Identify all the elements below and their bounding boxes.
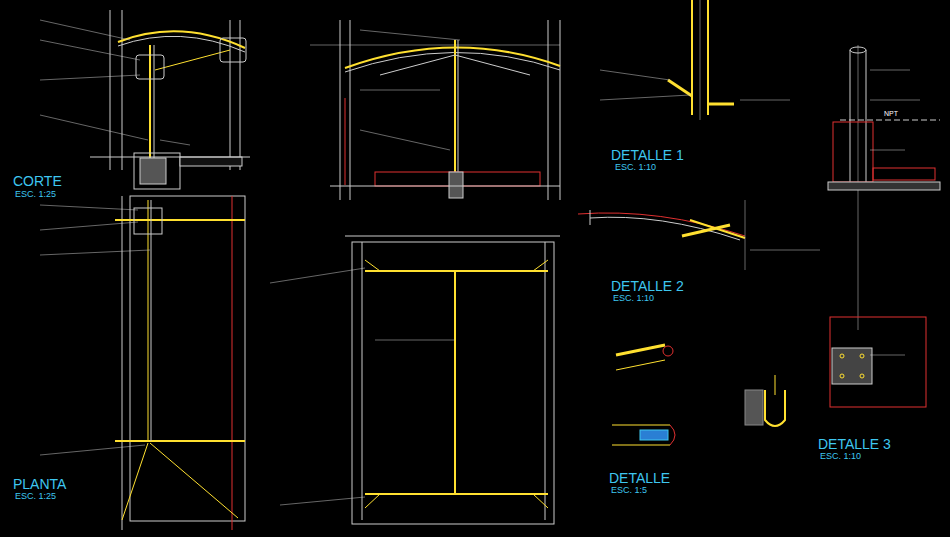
elevation-view <box>310 20 560 200</box>
view-title: DETALLE 1 <box>611 148 684 162</box>
scale-note: ESC. 1:10 <box>820 452 861 461</box>
view-title: DETALLE 3 <box>818 437 891 451</box>
detail-3 <box>828 45 940 407</box>
scale-note: ESC. 1:25 <box>15 492 56 501</box>
roof-plan <box>270 236 560 524</box>
level-mark: NPT <box>884 110 898 117</box>
section-view <box>40 10 250 189</box>
detail-connection <box>612 345 785 445</box>
plan-view <box>40 196 245 530</box>
detail-1 <box>600 0 790 120</box>
scale-note: ESC. 1:25 <box>15 190 56 199</box>
view-title: DETALLE <box>609 471 670 485</box>
view-title: CORTE <box>13 174 62 188</box>
scale-note: ESC. 1:10 <box>613 294 654 303</box>
scale-note: ESC. 1:10 <box>615 163 656 172</box>
scale-note: ESC. 1:5 <box>611 486 647 495</box>
detail-2 <box>578 200 820 270</box>
view-title: PLANTA <box>13 477 66 491</box>
view-title: DETALLE 2 <box>611 279 684 293</box>
